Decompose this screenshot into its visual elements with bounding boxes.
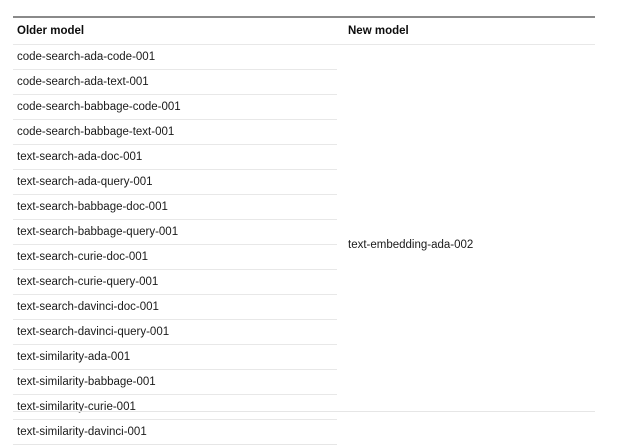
- older-model-cell: text-similarity-babbage-001: [13, 369, 337, 395]
- older-model-cell: text-search-ada-doc-001: [13, 144, 337, 170]
- table-header: Older model New model: [13, 17, 595, 45]
- table-body: code-search-ada-code-001 text-embedding-a…: [13, 44, 595, 445]
- table-row: text-search-curie-query-001: [13, 269, 595, 295]
- table-row: text-search-curie-doc-001: [13, 244, 595, 270]
- older-model-cell: text-similarity-ada-001: [13, 344, 337, 370]
- older-model-cell: text-search-babbage-query-001: [13, 219, 337, 245]
- table-row: text-similarity-curie-001: [13, 394, 595, 420]
- older-model-cell: text-search-babbage-doc-001: [13, 194, 337, 220]
- older-model-cell: text-search-davinci-doc-001: [13, 294, 337, 320]
- older-model-cell: code-search-babbage-text-001: [13, 119, 337, 145]
- table-row: text-search-ada-query-001: [13, 169, 595, 195]
- table-row: text-search-davinci-query-001: [13, 319, 595, 345]
- older-model-cell: text-similarity-davinci-001: [13, 419, 337, 445]
- older-model-cell: code-search-babbage-code-001: [13, 94, 337, 120]
- page-canvas: Older model New model code-search-ada-co…: [13, 16, 595, 445]
- table-row: text-similarity-babbage-001: [13, 369, 595, 395]
- table-row: text-search-babbage-query-001: [13, 219, 595, 245]
- column-header-older-model: Older model: [13, 17, 337, 45]
- table-row: code-search-ada-text-001: [13, 69, 595, 95]
- older-model-cell: text-search-ada-query-001: [13, 169, 337, 195]
- new-model-cell: text-embedding-ada-002: [348, 238, 474, 251]
- model-comparison-table-wrapper: Older model New model code-search-ada-co…: [13, 16, 595, 445]
- older-model-cell: text-similarity-curie-001: [13, 394, 337, 420]
- older-model-cell: text-search-davinci-query-001: [13, 319, 337, 345]
- table-row: text-search-davinci-doc-001: [13, 294, 595, 320]
- table-row: code-search-ada-code-001 text-embedding-a…: [13, 44, 595, 251]
- column-header-new-model: New model: [337, 17, 595, 45]
- table-row: code-search-babbage-code-001: [13, 94, 595, 120]
- header-row: Older model New model: [13, 17, 595, 45]
- older-model-cell: code-search-ada-text-001: [13, 69, 337, 95]
- table-row: text-similarity-ada-001: [13, 344, 595, 370]
- model-comparison-table: Older model New model code-search-ada-co…: [13, 16, 595, 445]
- older-model-cell: text-search-curie-query-001: [13, 269, 337, 295]
- table-row: code-search-babbage-text-001: [13, 119, 595, 145]
- older-model-cell: code-search-ada-code-001: [13, 44, 337, 70]
- table-row: text-search-babbage-doc-001: [13, 194, 595, 220]
- table-row: text-search-ada-doc-001: [13, 144, 595, 170]
- table-bottom-rule: [13, 411, 595, 412]
- older-model-cell: text-search-curie-doc-001: [13, 244, 337, 270]
